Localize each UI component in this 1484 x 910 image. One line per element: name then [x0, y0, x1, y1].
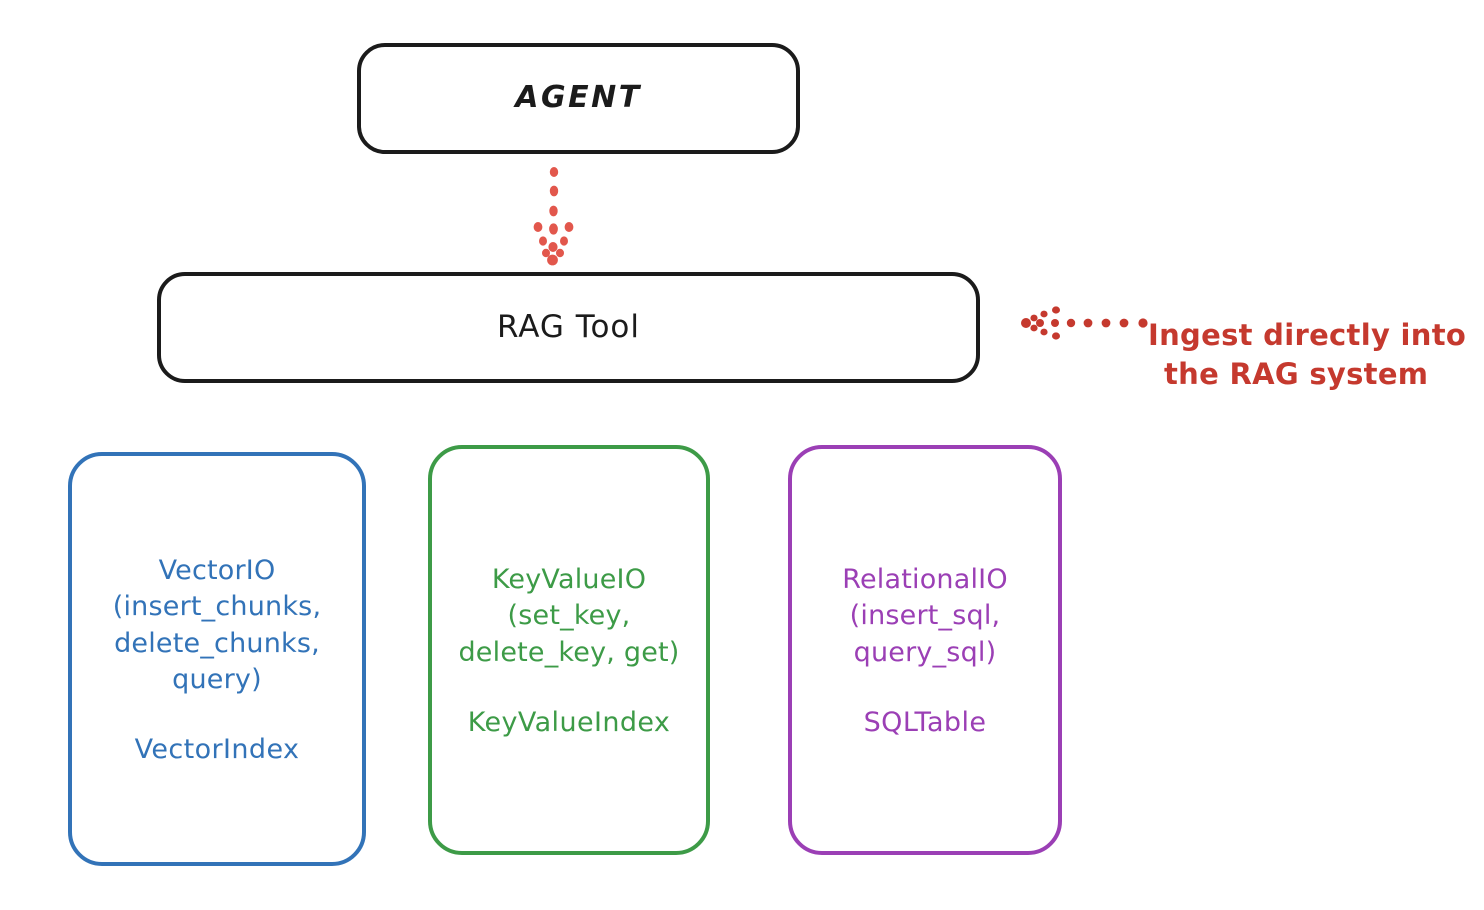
connector-agent-to-rag-tool-arrow	[505, 165, 605, 270]
node-agent-label: AGENT	[515, 80, 642, 116]
node-relational-io[interactable]: RelationalIO (insert_sql, query_sql) SQL…	[788, 445, 1062, 855]
annotation-ingest-line1: Ingest directly into	[1148, 318, 1467, 353]
node-key-value-io[interactable]: KeyValueIO (set_key, delete_key, get) Ke…	[428, 445, 710, 855]
annotation-ingest-directly: Ingest directly into the RAG system	[1148, 278, 1478, 431]
node-key-value-io-sublabel: KeyValueIndex	[467, 706, 671, 738]
node-key-value-io-label: KeyValueIO (set_key, delete_key, get)	[458, 564, 680, 668]
node-vector-io-sublabel: VectorIndex	[134, 733, 300, 765]
node-agent[interactable]: AGENT	[357, 43, 800, 154]
annotation-ingest-line2: the RAG system	[1164, 356, 1429, 391]
node-rag-tool-label: RAG Tool	[496, 308, 641, 345]
node-rag-tool[interactable]: RAG Tool	[157, 272, 980, 383]
node-relational-io-sublabel: SQLTable	[863, 706, 987, 738]
node-vector-io-label: VectorIO (insert_chunks, delete_chunks, …	[112, 555, 322, 695]
connector-ingest-arrow	[1012, 295, 1152, 351]
node-relational-io-label: RelationalIO (insert_sql, query_sql)	[842, 564, 1008, 668]
node-vector-io[interactable]: VectorIO (insert_chunks, delete_chunks, …	[68, 452, 366, 866]
